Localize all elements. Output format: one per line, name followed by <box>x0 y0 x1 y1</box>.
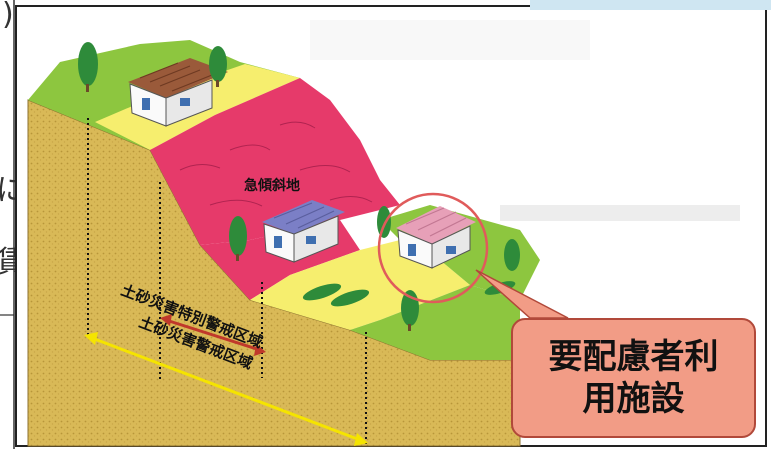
yellow-zone-lower <box>250 240 470 330</box>
trees <box>78 42 520 326</box>
blur-remnant-1 <box>310 20 590 60</box>
house-middle <box>262 200 345 263</box>
slope-texture <box>179 121 373 207</box>
facility-callout: 要配慮者利 用施設 <box>511 318 756 438</box>
tree-trunks <box>86 80 411 331</box>
tree-3 <box>229 216 247 256</box>
header-band <box>530 0 771 10</box>
red-zone-slope <box>150 78 400 245</box>
facility-callout-line-2: 用施設 <box>582 379 685 419</box>
edge-fragment-paren: ) <box>2 0 14 32</box>
grass-front <box>350 285 520 360</box>
blur-remnant-2 <box>500 205 740 221</box>
tree-4 <box>377 206 391 238</box>
tree-6 <box>504 239 520 271</box>
zone-guides <box>87 118 367 444</box>
house-right <box>396 206 476 269</box>
tree-2 <box>209 46 227 82</box>
zone-arrow <box>84 332 368 446</box>
slope-label: 急傾斜地 <box>244 177 300 194</box>
house-top <box>128 58 228 127</box>
special-zone-arrow <box>160 314 266 356</box>
tree-1 <box>78 42 98 86</box>
facility-circle <box>377 192 489 304</box>
facility-callout-line-1: 要配慮者利 <box>548 337 719 377</box>
tree-5 <box>401 290 419 326</box>
